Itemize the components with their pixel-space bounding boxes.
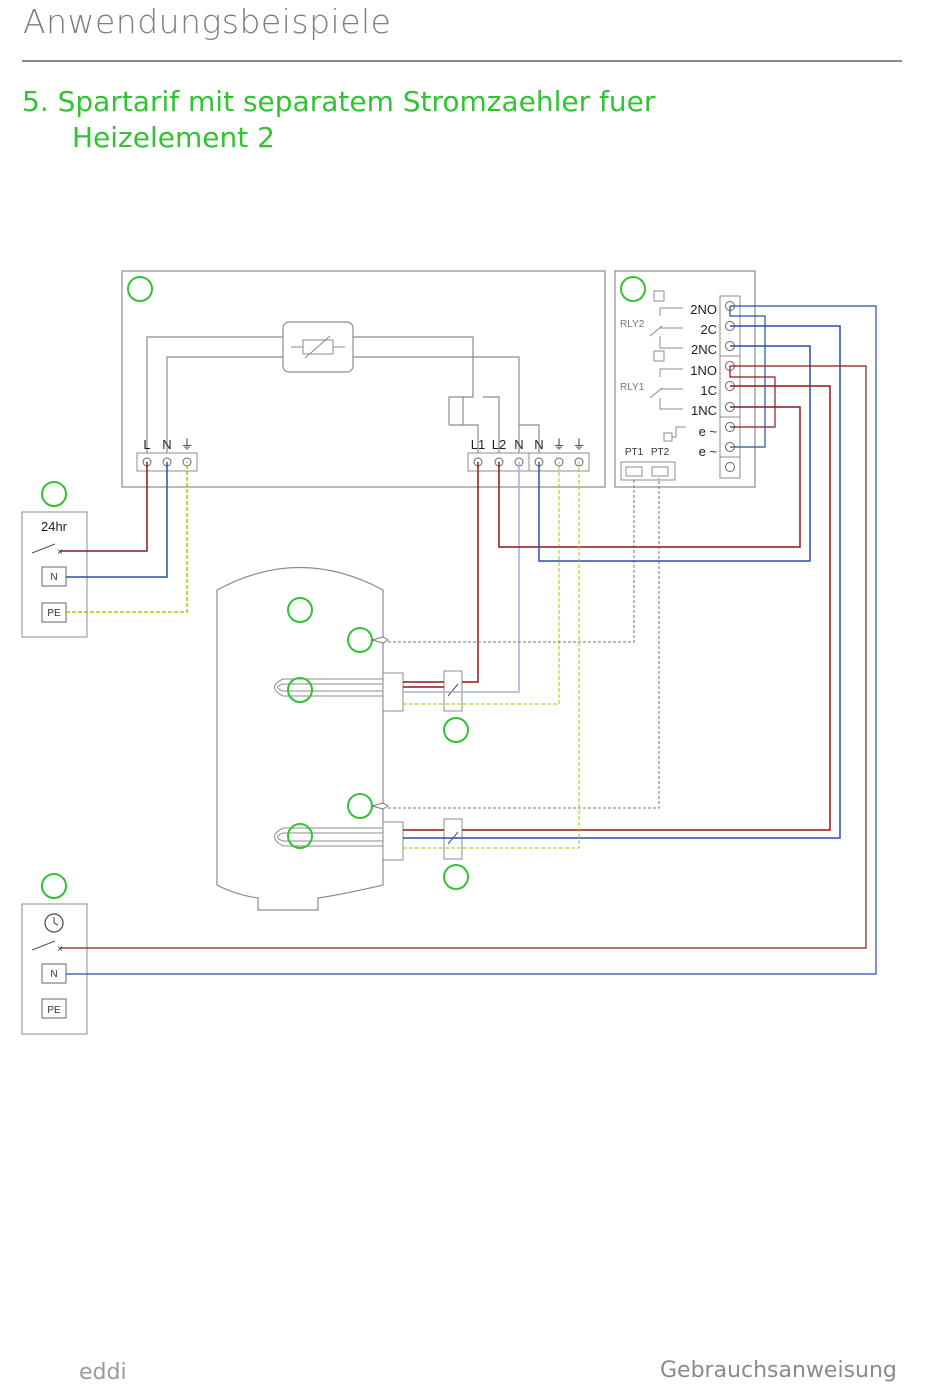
relay-terminal-strip bbox=[719, 295, 741, 479]
header-rule bbox=[22, 60, 902, 62]
svg-text:×: × bbox=[57, 944, 63, 955]
title-line-2: Heizelement 2 bbox=[72, 121, 275, 154]
wire-l2-1nc bbox=[498, 406, 801, 548]
supply-24hr-pe-label: PE bbox=[47, 608, 61, 619]
relay-label-2NC: 2NC bbox=[691, 342, 717, 357]
wire-2c-heater-2 bbox=[403, 325, 841, 839]
heater-element-2 bbox=[274, 827, 383, 847]
marker-circle-sensor-lower bbox=[347, 793, 373, 819]
wire-1c-heater-2 bbox=[462, 385, 831, 831]
relay-label-1C: 1C bbox=[700, 383, 717, 398]
wire-tariff-neutral bbox=[66, 305, 877, 975]
relay-label-1NO: 1NO bbox=[690, 363, 717, 378]
relay-label-e2: e ~ bbox=[699, 444, 718, 459]
wire-sensor-pt1 bbox=[388, 478, 635, 643]
sensor-label-pt1: PT1 bbox=[625, 447, 644, 458]
relay-label-e1: e ~ bbox=[699, 424, 718, 439]
relay-coil-1 bbox=[653, 350, 665, 362]
wire-earth-heater-2 bbox=[403, 462, 580, 849]
relay-label-2NO: 2NO bbox=[690, 302, 717, 317]
supply-tariff-pe-terminal bbox=[41, 998, 67, 1019]
terminal-label-L2: L2 bbox=[492, 437, 506, 452]
heater-element-1 bbox=[274, 678, 383, 697]
marker-circle-24hr bbox=[41, 481, 67, 507]
wire-24hr-neutral bbox=[66, 462, 168, 578]
terminal-label-N: N bbox=[534, 437, 543, 452]
marker-circle-sensor-upper bbox=[347, 627, 373, 653]
terminal-screw bbox=[725, 462, 735, 472]
supply-tariff-pe-label: PE bbox=[47, 1005, 61, 1016]
supply-24hr-n-label: N bbox=[50, 572, 57, 583]
terminal-label-N: N bbox=[162, 437, 171, 452]
sensor-label-pt2: PT2 bbox=[651, 447, 670, 458]
wire-earth-heater-1 bbox=[403, 462, 560, 705]
marker-circle-thermostat-1 bbox=[443, 717, 469, 743]
marker-circle-cylinder bbox=[287, 597, 313, 623]
svg-text:×: × bbox=[57, 547, 63, 558]
supply-24hr-label: 24hr bbox=[41, 519, 68, 534]
wire-l1-heater-1 bbox=[462, 462, 479, 683]
wire-n-2nc bbox=[538, 345, 811, 562]
marker-circle-tariff bbox=[41, 873, 67, 899]
thermostat-1 bbox=[443, 670, 463, 712]
supply-tariff-box bbox=[21, 903, 88, 1035]
supply-24hr-box bbox=[21, 511, 88, 638]
relay-label-1NC: 1NC bbox=[691, 403, 717, 418]
sensor-terminal-block bbox=[620, 461, 676, 481]
wire-24hr-live bbox=[60, 462, 148, 552]
eddi-unit-box bbox=[121, 270, 606, 488]
relay-label-rly1: RLY1 bbox=[620, 382, 645, 393]
marker-circle-thermostat-2 bbox=[443, 864, 469, 890]
marker-circle-heater-2 bbox=[287, 823, 313, 849]
page-title: 5. Spartarif mit separatem Stromzaehler … bbox=[22, 84, 655, 156]
clock-icon bbox=[44, 913, 64, 933]
terminal-label-L: L bbox=[143, 437, 150, 452]
hot-water-cylinder bbox=[216, 566, 384, 911]
brand-logo: eddi bbox=[79, 1360, 127, 1385]
relay-label-rly2: RLY2 bbox=[620, 319, 645, 330]
thermostat-2 bbox=[443, 818, 463, 860]
relay-coil-2 bbox=[653, 290, 665, 302]
terminal-label-earth: ⏚ bbox=[572, 437, 585, 452]
terminal-label-L1: L1 bbox=[471, 437, 485, 452]
supply-tariff-n-label: N bbox=[50, 969, 57, 980]
terminal-label-N: N bbox=[514, 437, 523, 452]
wire-tariff-live bbox=[60, 365, 867, 949]
marker-circle-heater-1 bbox=[287, 677, 313, 703]
wire-sensor-pt2 bbox=[388, 478, 660, 809]
relay-board-box bbox=[614, 270, 756, 488]
varistor-box bbox=[282, 321, 354, 373]
wire-24hr-earth bbox=[66, 462, 188, 613]
footer-title: Gebrauchsanweisung bbox=[660, 1358, 897, 1383]
marker-circle-eddi bbox=[127, 276, 153, 302]
section-header: Anwendungsbeispiele bbox=[23, 2, 392, 41]
terminal-label-earth: ⏚ bbox=[552, 437, 565, 452]
marker-circle-relay bbox=[620, 276, 646, 302]
wire-n-heater-1 bbox=[403, 462, 520, 693]
relay-label-2C: 2C bbox=[700, 322, 717, 337]
terminal-label-earth: ⏚ bbox=[180, 437, 193, 452]
title-line-1: 5. Spartarif mit separatem Stromzaehler … bbox=[22, 85, 656, 118]
